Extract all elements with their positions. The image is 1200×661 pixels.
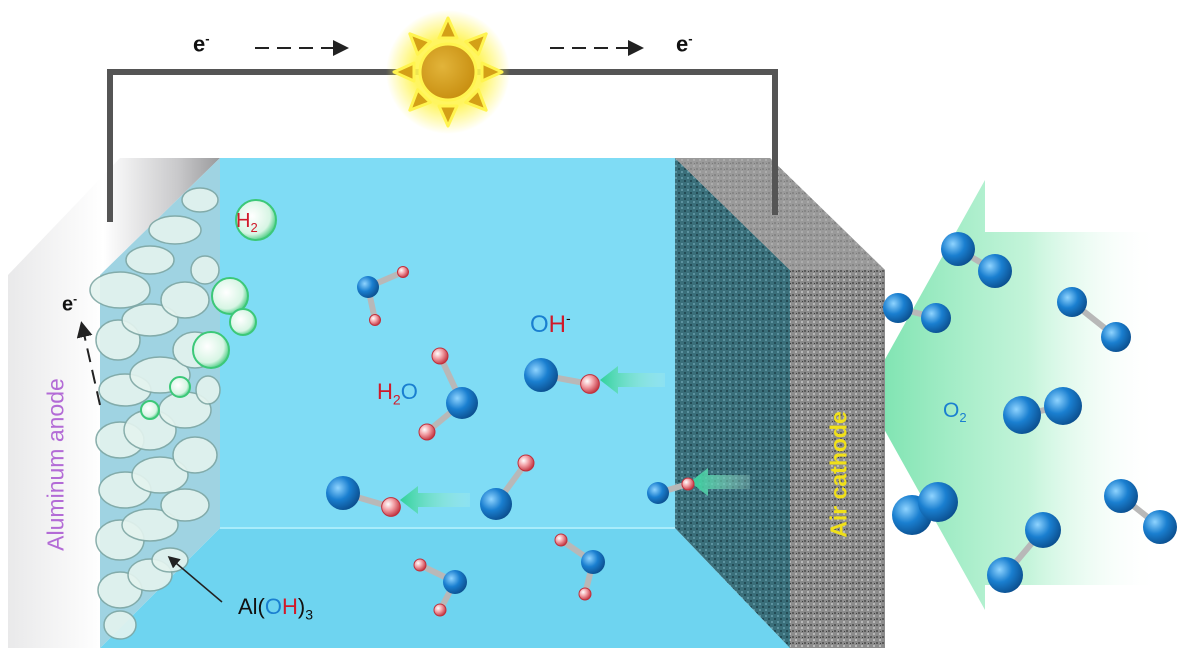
sun-ray <box>480 61 504 83</box>
deposit <box>131 456 189 494</box>
deposit <box>121 303 179 337</box>
cathode-plate <box>675 158 885 648</box>
deposit <box>121 508 179 542</box>
h2-label: H2 <box>236 210 258 235</box>
oxygen-molecule <box>941 232 1012 288</box>
sun-ray <box>464 88 488 112</box>
o2-band-arrow <box>865 180 1160 610</box>
deposit <box>195 375 221 405</box>
hydroxide-ion <box>524 358 600 394</box>
anode-electron-arrow <box>76 321 101 406</box>
h2o-label: H2O <box>377 379 418 408</box>
cathode-inner-face <box>675 158 790 648</box>
deposit <box>103 610 137 640</box>
circuit-electron-left-label: e- <box>193 31 210 57</box>
electrolyte-back <box>220 158 675 528</box>
water-molecule <box>554 533 605 601</box>
deposit <box>125 245 175 275</box>
oxygen-molecule <box>883 293 951 333</box>
anode-plate <box>8 158 220 648</box>
circuit-electron-right-label: e- <box>676 31 693 57</box>
deposit <box>160 281 210 319</box>
hydrogen-bubble <box>169 376 191 398</box>
deposit <box>172 436 218 474</box>
sun-ray <box>408 32 432 56</box>
oxygen-molecule <box>1057 287 1131 352</box>
aloh3-label: Al(OH)3 <box>238 594 314 623</box>
sun-ray <box>437 104 459 128</box>
hydrogen-bubble <box>229 308 257 336</box>
oxygen-molecule <box>1104 479 1177 544</box>
hydrogen-bubble <box>211 277 249 315</box>
deposit <box>160 488 210 522</box>
hydrogen-bubble <box>192 331 230 369</box>
oxygen-molecule <box>987 512 1061 593</box>
aloh3-deposits <box>89 187 221 640</box>
migration-arrow-upper <box>600 366 665 394</box>
water-molecule <box>418 347 478 441</box>
anode-label: Aluminum anode <box>42 378 69 551</box>
deposit <box>89 271 151 309</box>
hydroxide-ion <box>647 477 695 504</box>
hydroxide-ion <box>326 476 401 517</box>
hydrogen-bubble <box>140 400 160 420</box>
migration-arrow-cathode <box>690 468 750 496</box>
anode-electron-label: e- <box>62 292 78 316</box>
water-molecule <box>357 266 409 326</box>
hydroxide-label: OH- <box>530 310 571 338</box>
sun-ray <box>437 16 459 40</box>
sun-icon <box>386 10 510 134</box>
deposit <box>148 215 202 245</box>
sun-ray <box>392 61 416 83</box>
water-molecule <box>413 558 467 617</box>
o2-label: O2 <box>943 399 967 426</box>
sun-ray <box>464 32 488 56</box>
oxygen-molecule <box>1003 387 1082 434</box>
migration-arrow-lower <box>400 486 470 514</box>
aloh3-pointer <box>167 556 223 603</box>
hydrogen-bubble <box>235 199 277 241</box>
oxygen-molecule <box>892 482 958 535</box>
sun-ray <box>408 88 432 112</box>
deposit <box>181 187 219 213</box>
water-molecule <box>480 454 535 520</box>
cathode-label: Air cathode <box>825 411 852 538</box>
deposit <box>190 255 220 285</box>
